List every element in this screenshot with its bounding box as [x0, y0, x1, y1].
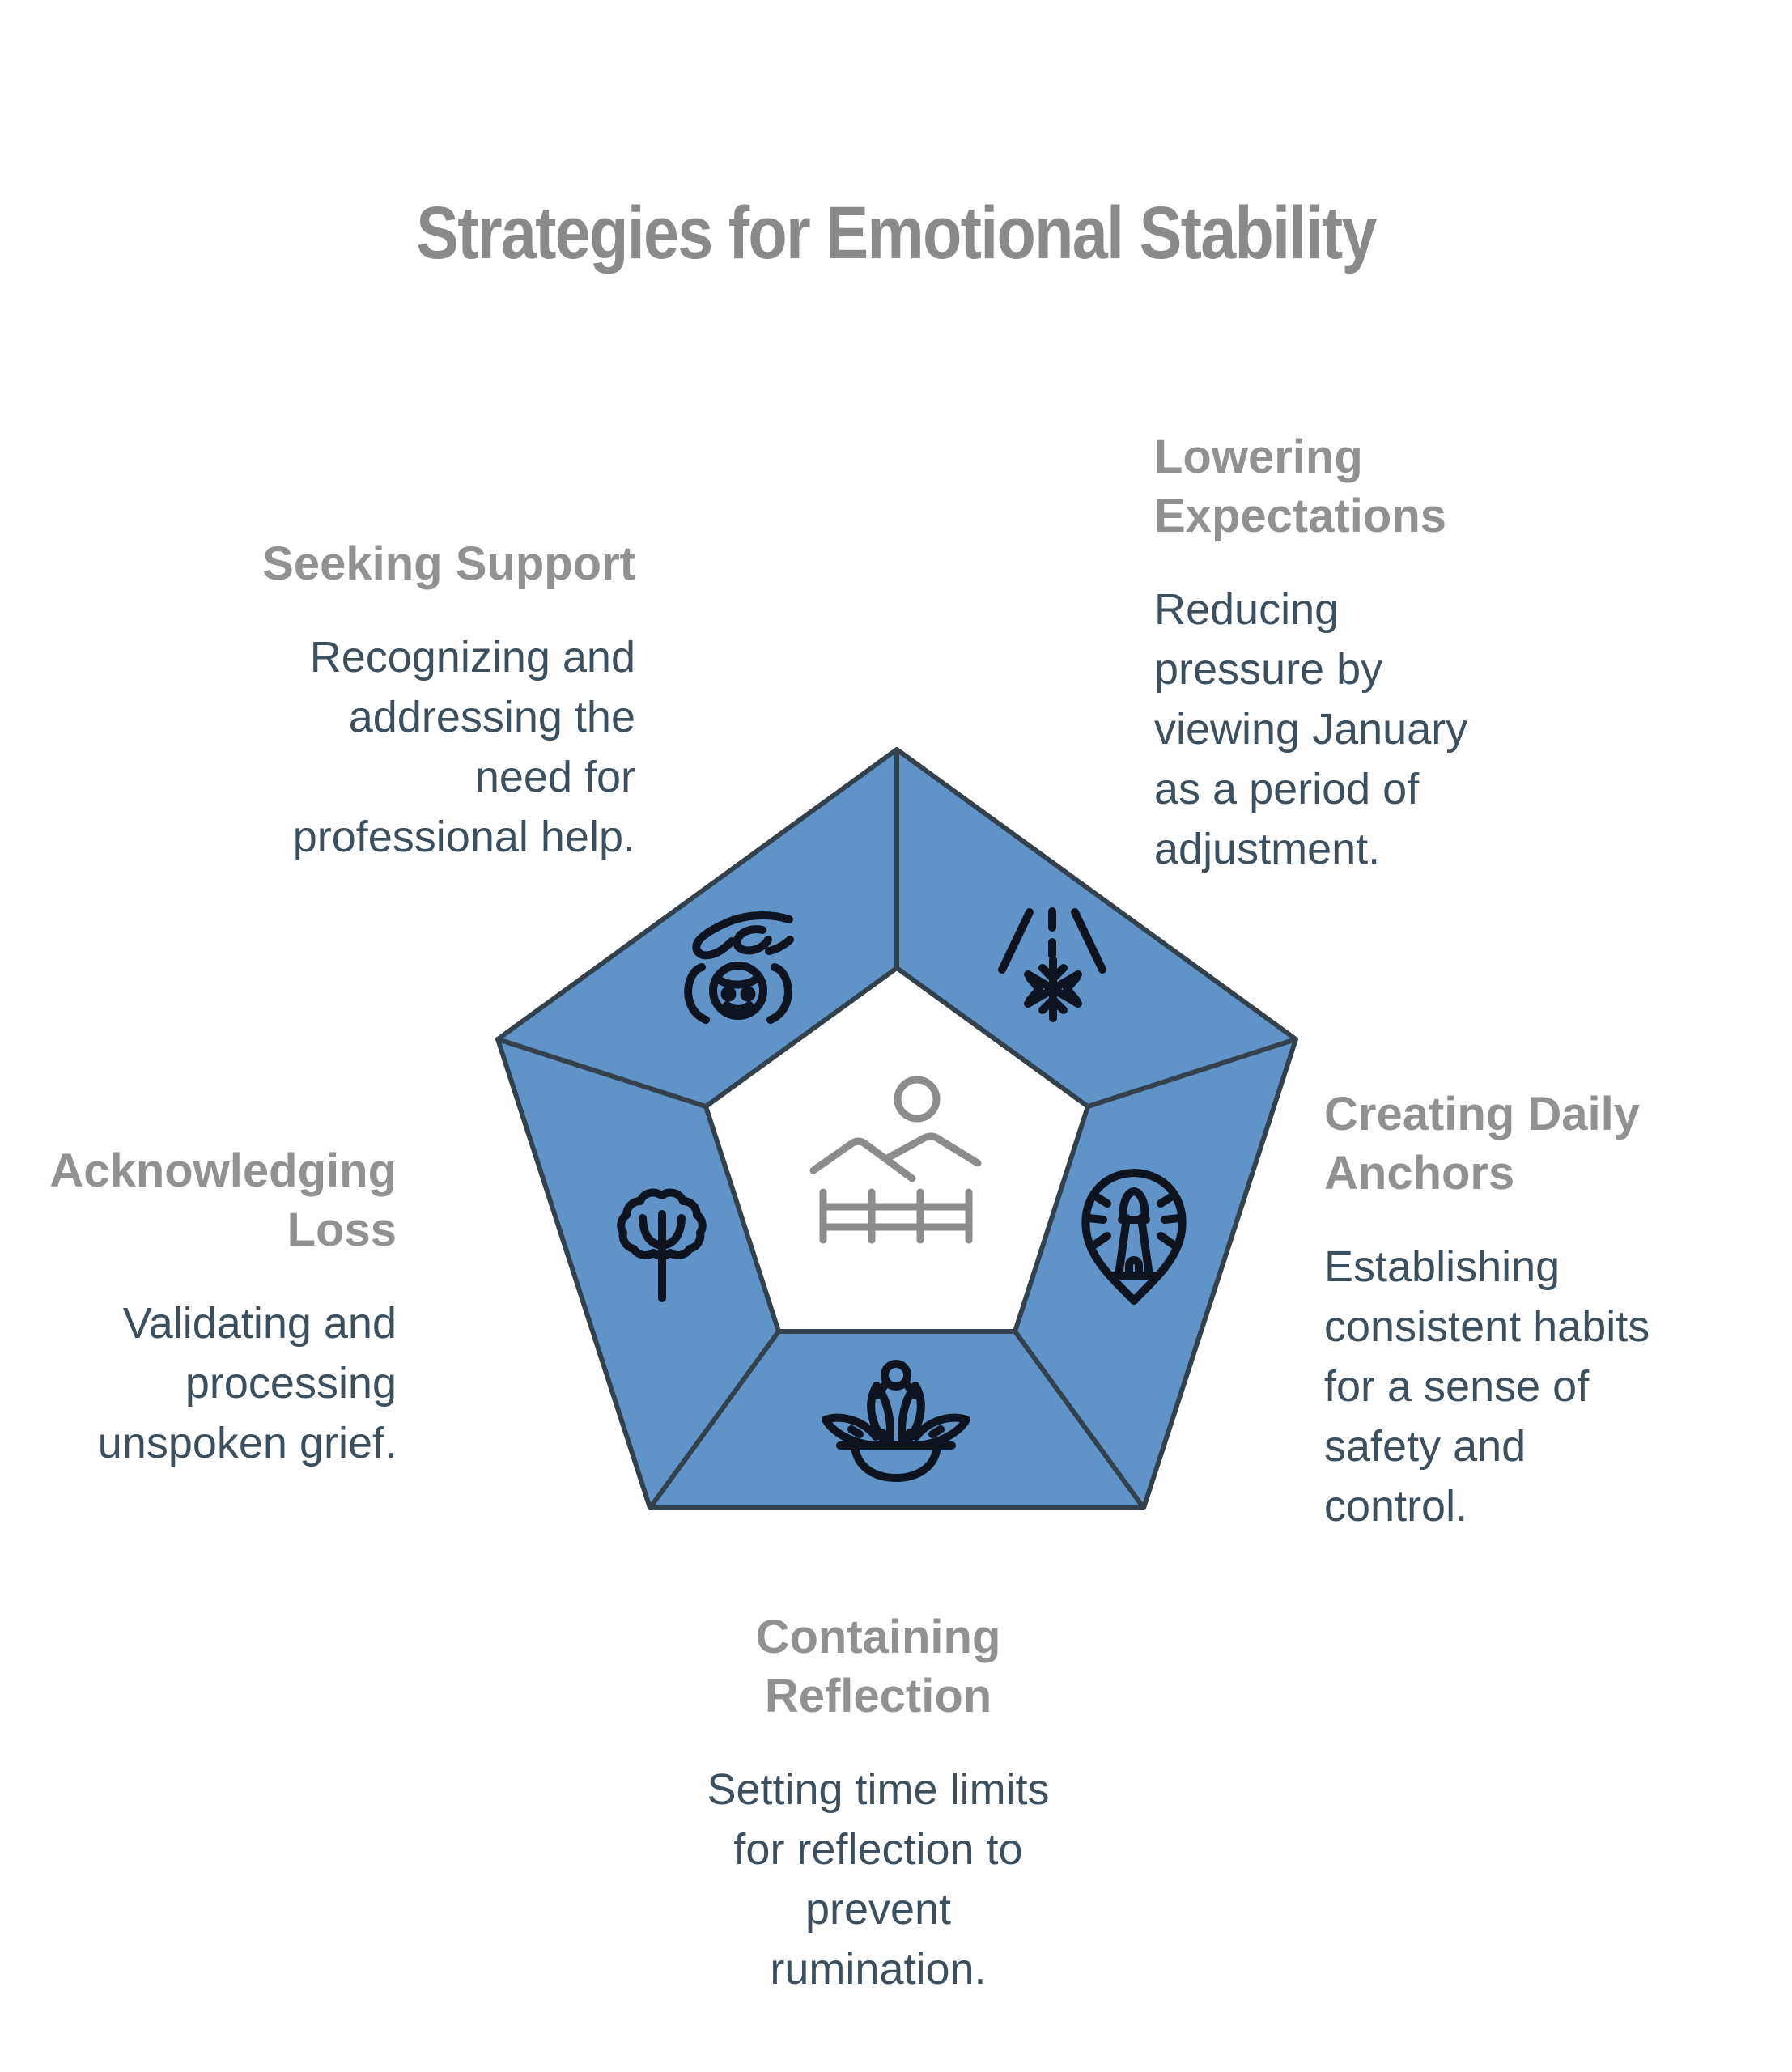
strategy-body: Reducing pressure by viewing January as …	[1154, 585, 1468, 873]
strategy-body: Recognizing and addressing the need for …	[292, 633, 635, 861]
landscape-mountains-fence-icon	[809, 1076, 982, 1244]
strategy-heading: Lowering Expectations	[1154, 431, 1446, 542]
segment-divider-right	[1085, 1037, 1298, 1109]
strategy-label-creating-daily-anchors: Creating Daily Anchors Establishing cons…	[1324, 1085, 1777, 1536]
strategy-label-containing-reflection: Containing Reflection Setting time limit…	[627, 1607, 1129, 1999]
page-title: Strategies for Emotional Stability	[416, 192, 1377, 274]
segment-divider-left	[495, 1037, 708, 1109]
segment-divider-bottom-left	[648, 1329, 781, 1510]
strategy-label-lowering-expectations: Lowering Expectations Reducing pressure …	[1154, 427, 1607, 879]
hand-over-child-care-icon	[684, 911, 794, 1024]
strategy-heading: Creating Daily Anchors	[1324, 1088, 1640, 1199]
strategy-label-seeking-support: Seeking Support Recognizing and addressi…	[182, 534, 635, 867]
segment-divider-bottom-right	[1013, 1329, 1146, 1510]
strategy-heading: Containing Reflection	[755, 1611, 1001, 1722]
strategy-body: Validating and processing unspoken grief…	[97, 1299, 397, 1467]
strategy-heading: Seeking Support	[262, 537, 635, 590]
strategy-heading: Acknowledging Loss	[49, 1144, 397, 1256]
strategy-label-acknowledging-loss: Acknowledging Loss Validating and proces…	[0, 1141, 397, 1473]
tree-icon	[617, 1188, 707, 1302]
lotus-bowl-icon	[822, 1360, 970, 1482]
strategy-body: Setting time limits for reflection to pr…	[707, 1765, 1050, 1993]
winter-road-snowflake-icon	[998, 907, 1106, 1022]
lighthouse-pin-icon	[1081, 1169, 1187, 1305]
strategy-body: Establishing consistent habits for a sen…	[1324, 1242, 1650, 1531]
